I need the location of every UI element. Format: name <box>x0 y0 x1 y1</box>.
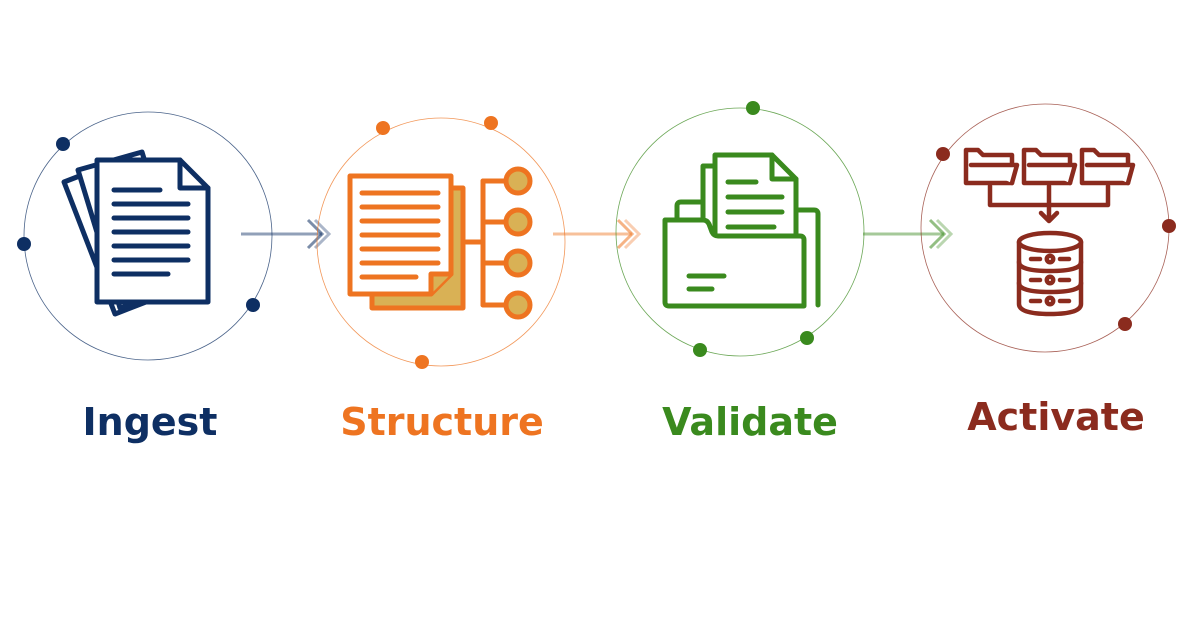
file-folder-icon <box>662 152 821 309</box>
label-activate: Activate <box>967 395 1144 439</box>
ingest-ring <box>23 111 273 361</box>
structure-ring-dot <box>415 355 429 369</box>
stage-ingest <box>17 111 273 361</box>
stacked-documents-icon <box>61 149 211 317</box>
structure-ring-dot <box>484 116 498 130</box>
ingest-ring-dot <box>246 298 260 312</box>
stage-activate <box>920 103 1176 353</box>
stage-structure <box>316 116 566 369</box>
label-ingest: Ingest <box>83 400 218 444</box>
ingest-ring-dot <box>17 237 31 251</box>
validate-ring-dot <box>693 343 707 357</box>
activate-ring-dot <box>1162 219 1176 233</box>
ingest-ring-dot <box>56 137 70 151</box>
arrow-ingest-to-structure <box>241 218 332 250</box>
activate-ring-dot <box>936 147 950 161</box>
folders-to-database-icon <box>963 147 1136 317</box>
validate-ring-dot <box>800 331 814 345</box>
validate-ring <box>615 107 865 357</box>
validate-ring-dot <box>746 101 760 115</box>
label-structure: Structure <box>340 400 544 444</box>
label-validate: Validate <box>662 400 838 444</box>
structure-ring <box>316 117 566 367</box>
structure-ring-dot <box>376 121 390 135</box>
stage-validate <box>615 101 865 357</box>
document-hierarchy-icon <box>347 166 533 320</box>
arrow-validate-to-activate <box>863 218 954 250</box>
arrow-structure-to-validate <box>553 218 642 250</box>
activate-ring-dot <box>1118 317 1132 331</box>
